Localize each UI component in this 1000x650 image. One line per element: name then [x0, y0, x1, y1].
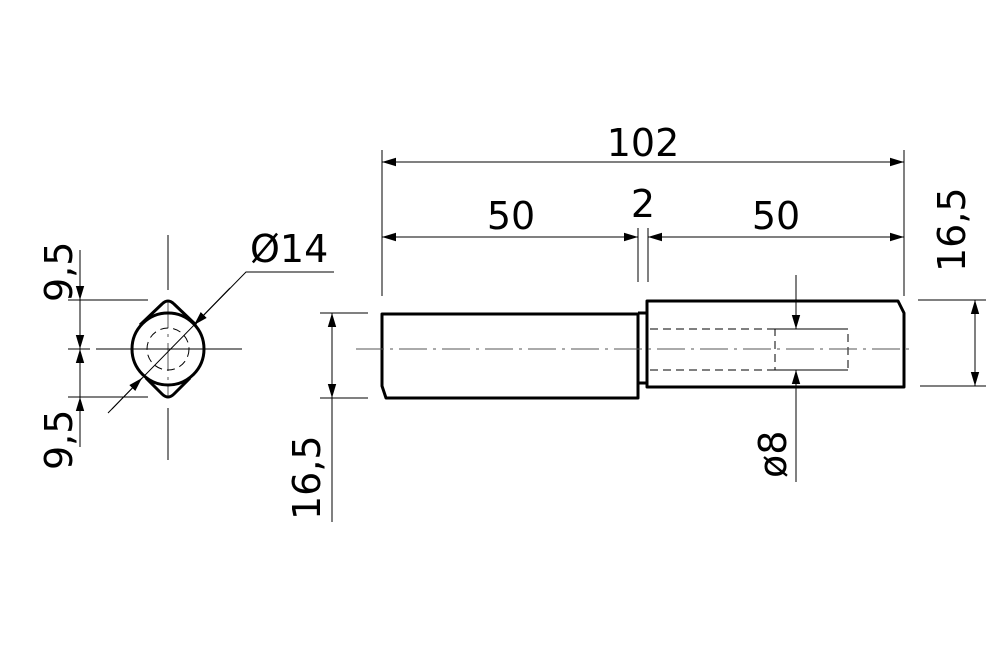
front-view: 102 50 2 50 16,5 16,5 ø8: [285, 121, 986, 522]
gap-length-label: 2: [631, 182, 655, 226]
outer-diameter-label: Ø14: [250, 227, 328, 271]
left-length-label: 50: [487, 194, 535, 238]
bottom-key: [144, 376, 192, 399]
diameter-leader: [107, 271, 334, 414]
shaft-outline: [130, 311, 206, 387]
upper-offset-label: 9,5: [37, 242, 81, 302]
left-height-label: 16,5: [285, 435, 329, 520]
top-key: [138, 299, 198, 327]
end-view: 9,5 9,5 Ø14: [37, 227, 334, 470]
dim-arrow: [111, 377, 143, 410]
hidden-bore: [146, 327, 190, 371]
right-length-label: 50: [752, 194, 800, 238]
lower-offset-label: 9,5: [37, 410, 81, 470]
right-height-label: 16,5: [930, 187, 974, 272]
right-sleeve: [645, 299, 906, 389]
dim-arrow: [193, 287, 231, 326]
left-pin: [380, 312, 640, 400]
bore-diameter-label: ø8: [751, 431, 795, 478]
overall-length-label: 102: [607, 121, 680, 165]
